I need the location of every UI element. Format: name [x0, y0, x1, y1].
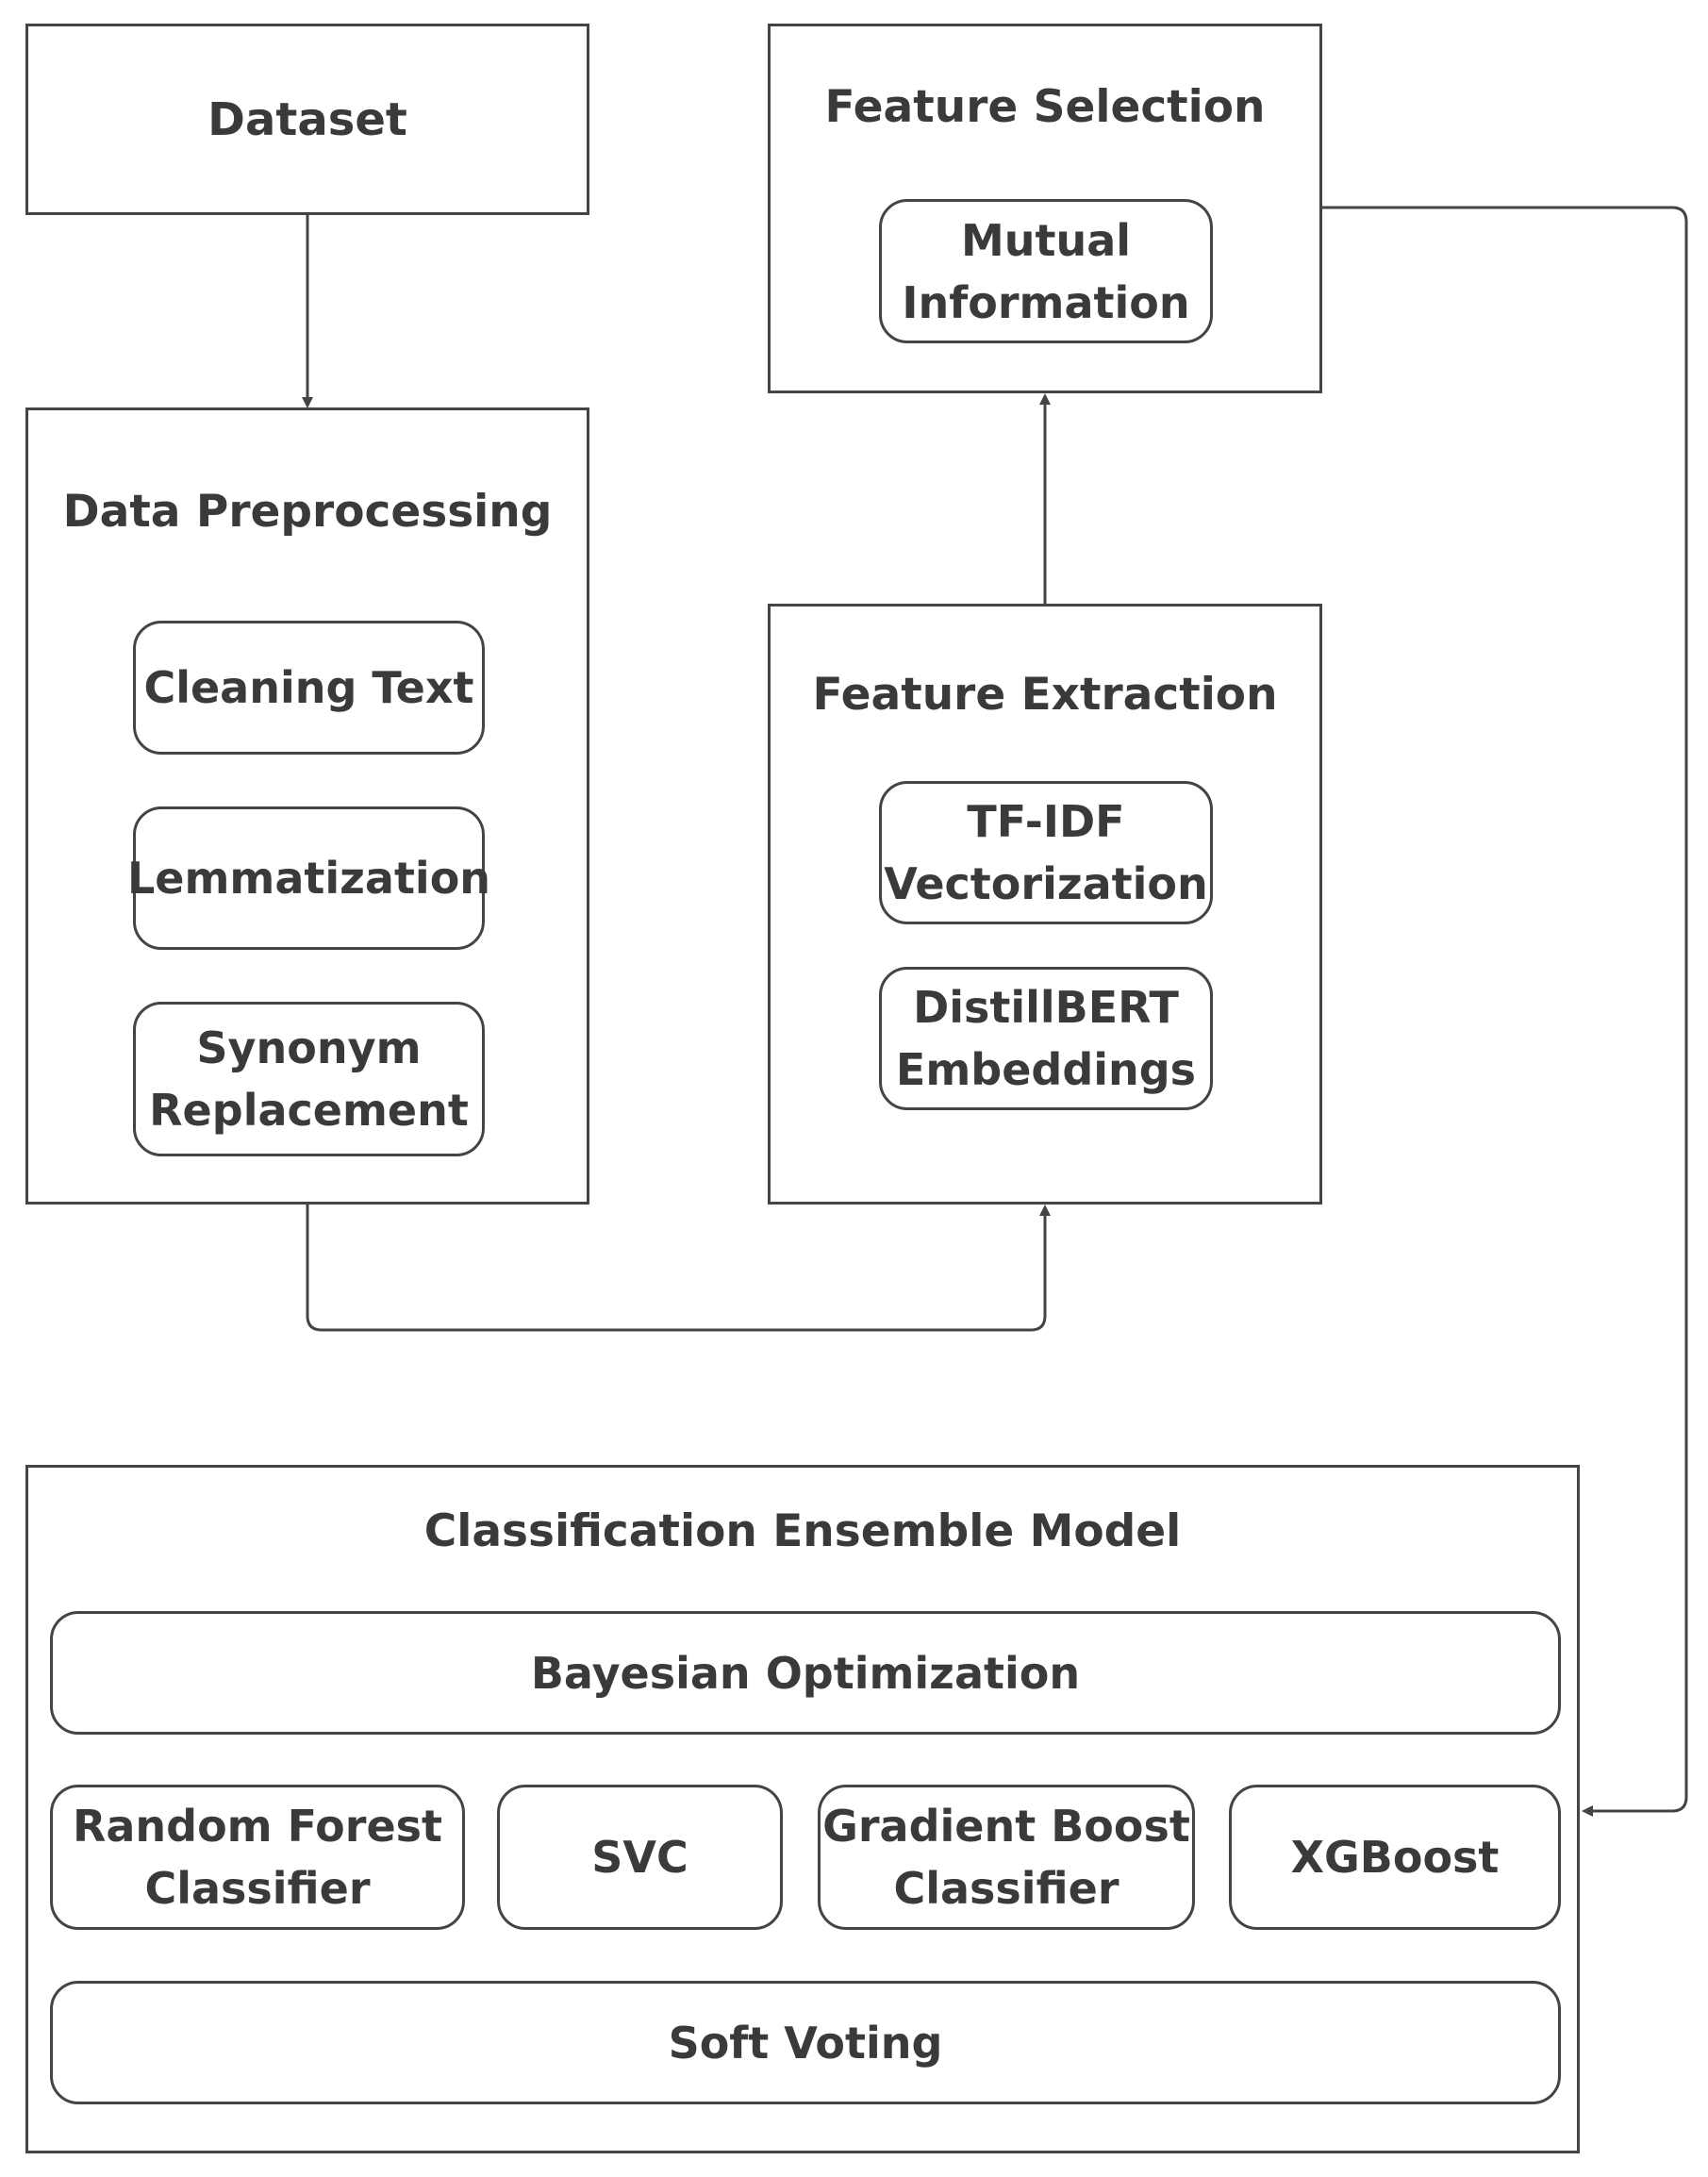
random-forest-classifier-model: Random Forest Classifier: [50, 1785, 465, 1930]
synonym-replacement-step: Synonym Replacement: [133, 1002, 485, 1156]
arrow-selection-to-ensemble: [1322, 206, 1688, 1817]
feature-selection-box: Feature Selection Mutual Information: [768, 24, 1322, 393]
feature-extraction-box: Feature Extraction TF-IDF Vectorization …: [768, 604, 1322, 1205]
svc-model: SVC: [497, 1785, 783, 1930]
bayesian-optimization-step: Bayesian Optimization: [50, 1611, 1561, 1735]
tf-idf-vectorization-step: TF-IDF Vectorization: [879, 781, 1213, 924]
lemmatization-step: Lemmatization: [127, 806, 490, 950]
gradient-boost-classifier-model: Gradient Boost Classifier: [818, 1785, 1195, 1930]
classification-ensemble-box: Classification Ensemble Model Bayesian O…: [25, 1465, 1580, 2153]
cleaning-text-step: Cleaning Text: [133, 621, 485, 755]
classification-ensemble-title: Classification Ensemble Model: [423, 1505, 1182, 1557]
distillbert-embeddings-step: DistillBERT Embeddings: [879, 967, 1213, 1110]
xgboost-model: XGBoost: [1229, 1785, 1561, 1930]
mutual-information-step: Mutual Information: [879, 199, 1213, 343]
data-preprocessing-title: Data Preprocessing: [62, 486, 553, 538]
data-preprocessing-box: Data Preprocessing Cleaning Text Lemmati…: [25, 407, 589, 1205]
arrow-preprocessing-to-extraction: [306, 1205, 1051, 1332]
soft-voting-step: Soft Voting: [50, 1981, 1561, 2104]
dataset-box: Dataset: [25, 24, 589, 215]
feature-selection-title: Feature Selection: [824, 81, 1266, 133]
dataset-label: Dataset: [207, 92, 407, 146]
feature-extraction-title: Feature Extraction: [812, 669, 1278, 721]
